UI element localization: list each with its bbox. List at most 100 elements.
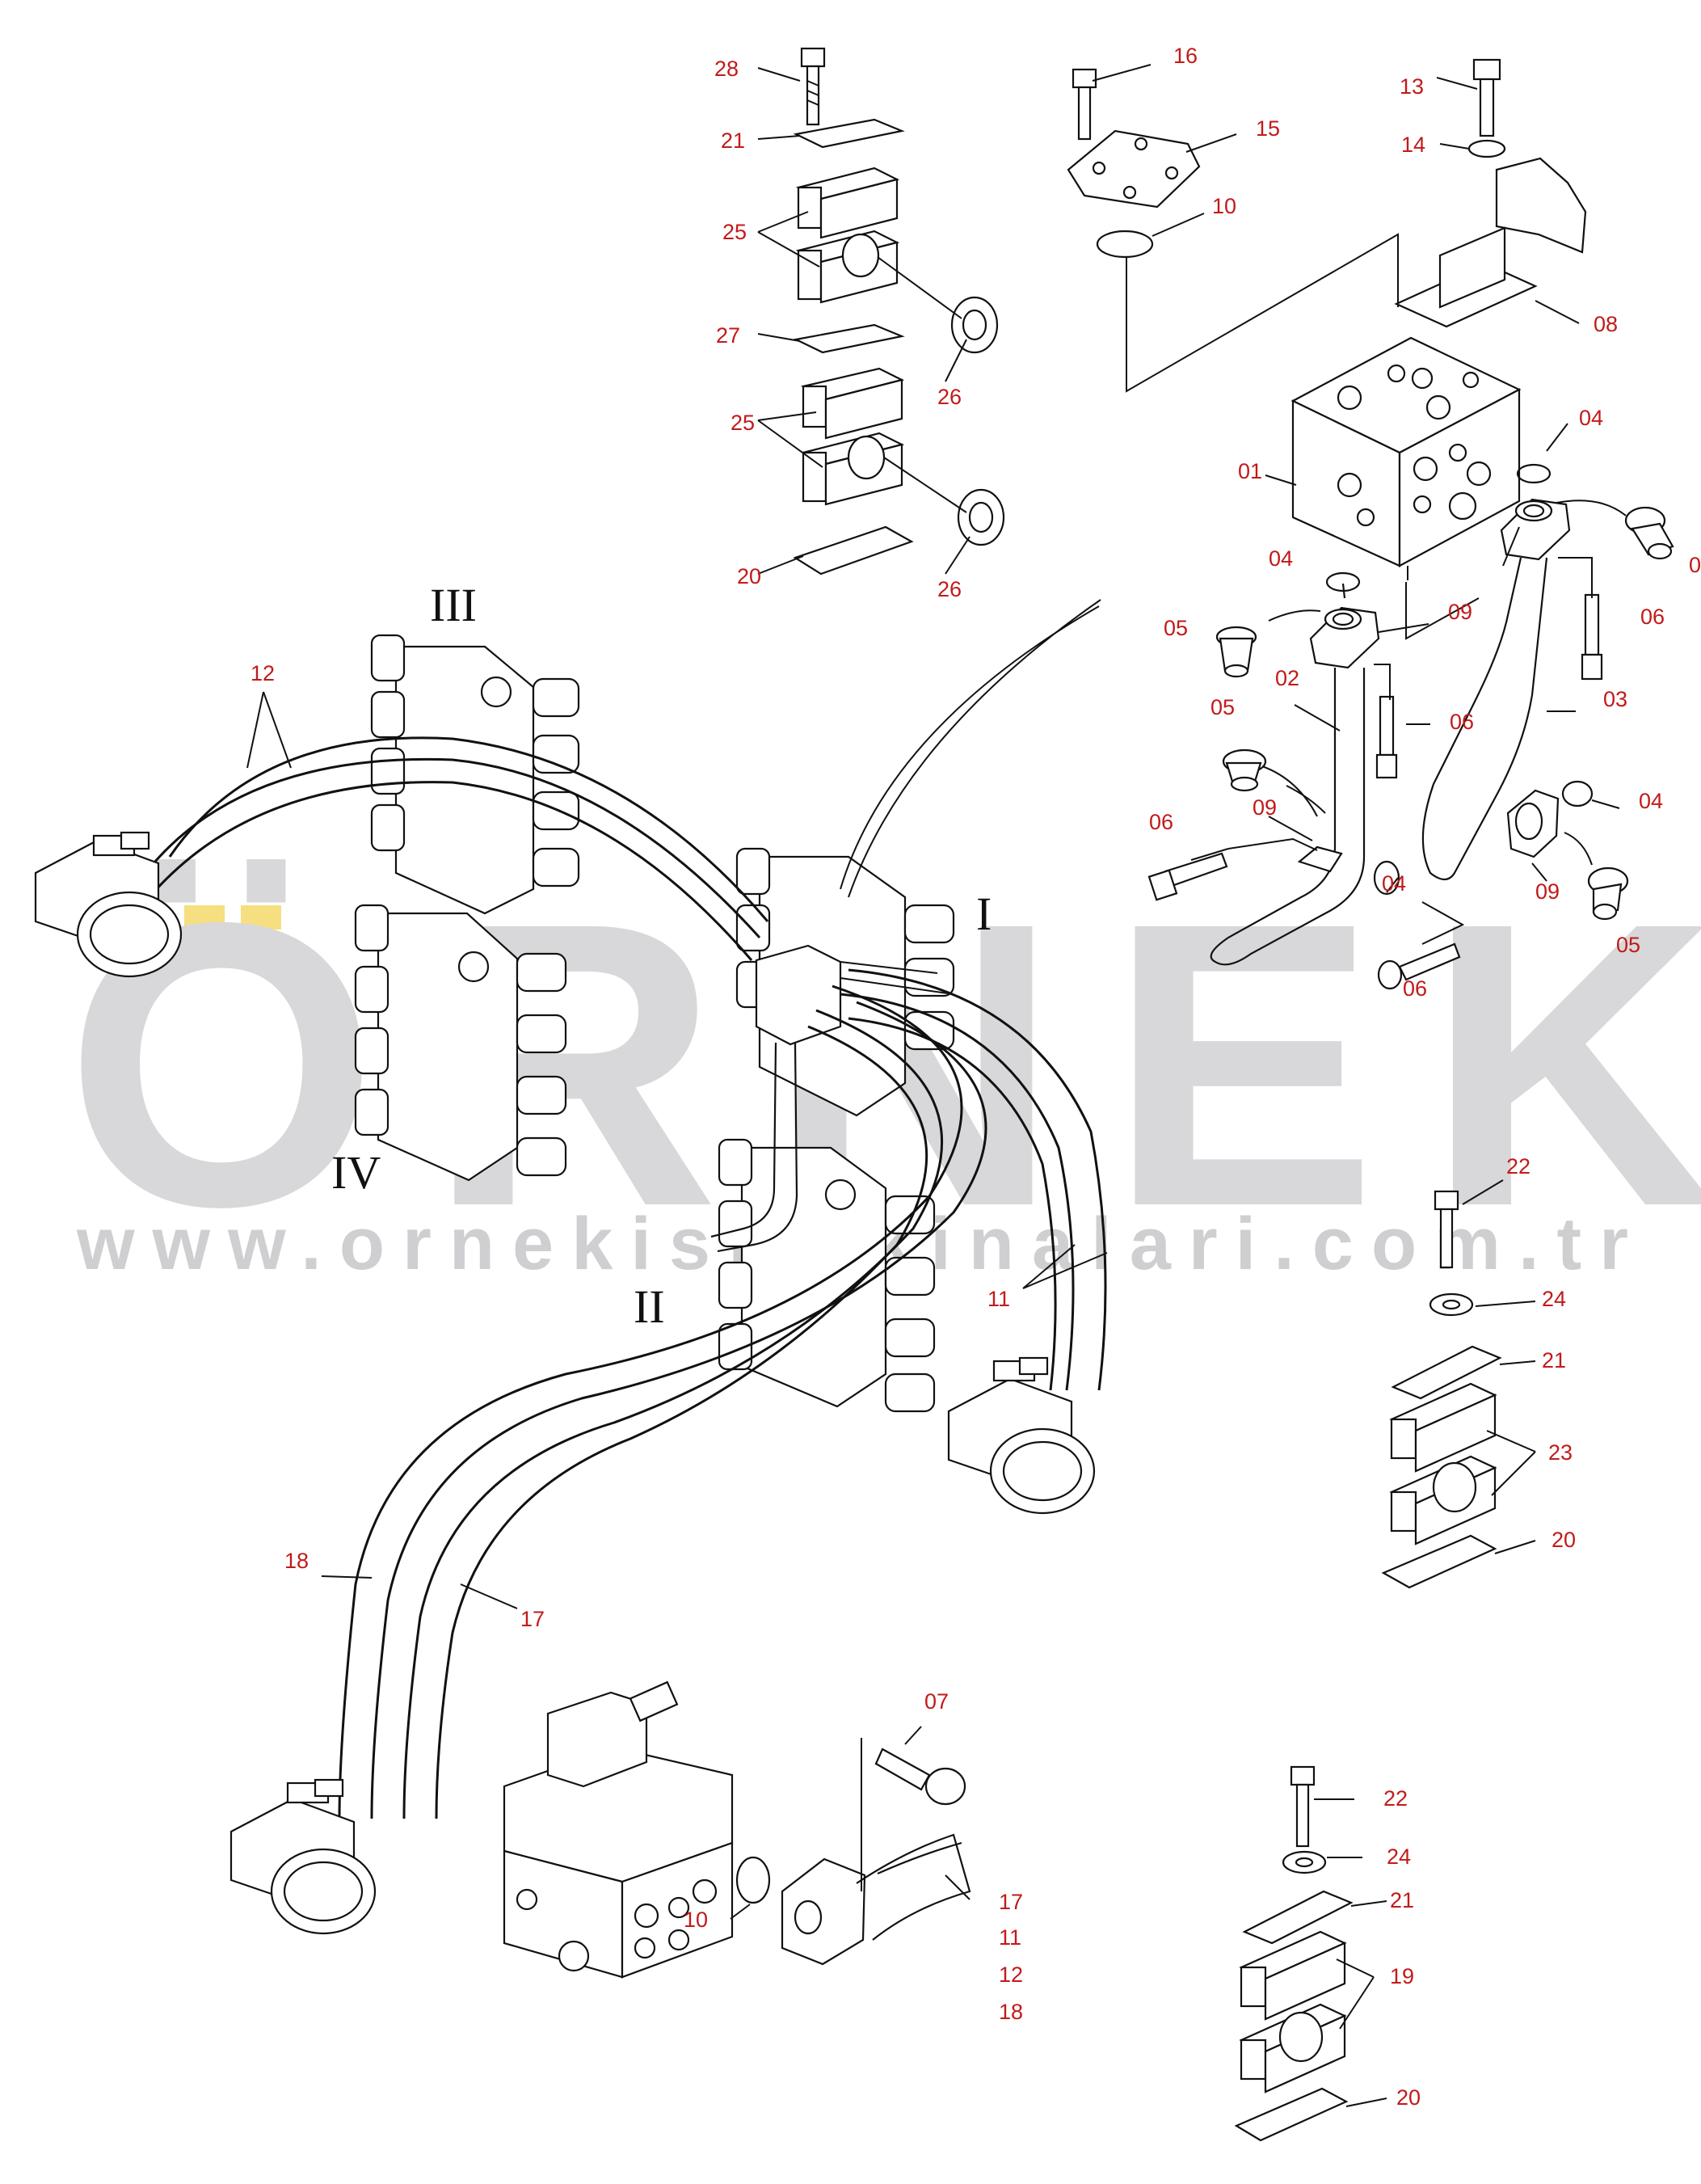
grommet-26a <box>950 296 999 354</box>
bolt-06b <box>1375 695 1398 779</box>
plug-05a <box>1215 626 1257 678</box>
callout-10b: 10 <box>684 1908 708 1932</box>
callout-05b: 05 <box>1210 695 1235 719</box>
callouts: 28 21 25 27 26 25 26 20 16 15 10 13 14 0… <box>251 44 1701 2110</box>
clamp-stack-middle <box>1381 1179 1536 1589</box>
hoses <box>144 736 1107 1819</box>
callout-21c: 21 <box>1390 1888 1414 1912</box>
bolt-06c <box>1147 852 1228 901</box>
callout-13: 13 <box>1400 74 1424 99</box>
o-ring-04c <box>1373 860 1400 896</box>
flange-bottom <box>781 1857 866 1966</box>
washer-14 <box>1467 139 1506 158</box>
callout-19: 19 <box>1390 1964 1414 1988</box>
callout-01: 01 <box>1238 459 1262 483</box>
callout-12a: 12 <box>251 661 275 685</box>
callout-18a: 18 <box>284 1549 309 1573</box>
callout-17b: 17 <box>999 1890 1023 1914</box>
callout-27: 27 <box>716 323 740 348</box>
plate-21 <box>793 118 905 149</box>
leader-lines <box>246 691 1108 1609</box>
callout-18b: 18 <box>999 2000 1023 2024</box>
callout-20b: 20 <box>1552 1528 1576 1552</box>
callout-06b: 06 <box>1450 710 1474 734</box>
base-plate-20 <box>793 525 914 576</box>
grommet-26b <box>957 488 1005 546</box>
callout-26b: 26 <box>937 577 962 601</box>
callout-14: 14 <box>1401 133 1425 157</box>
callout-20c: 20 <box>1396 2085 1421 2110</box>
callout-28: 28 <box>714 57 739 81</box>
callout-0x: 0 <box>1689 553 1701 577</box>
flange-02 <box>1309 606 1380 669</box>
callout-06a: 06 <box>1640 605 1665 629</box>
bracket-assembly <box>1394 58 1587 328</box>
callout-05c: 05 <box>1616 933 1640 957</box>
plate-27 <box>793 323 905 354</box>
callout-12b: 12 <box>999 1963 1023 1987</box>
motor-right <box>947 1356 1096 1515</box>
plate-21b <box>1391 1345 1502 1400</box>
clamp-stack-top <box>757 47 1005 576</box>
callout-25a: 25 <box>722 220 747 244</box>
callout-04c: 04 <box>1639 789 1663 813</box>
watermark-accent <box>184 905 225 930</box>
clamp-stack-bottom <box>1234 1765 1387 2142</box>
plug-05c <box>1587 866 1629 921</box>
callout-09c: 09 <box>1535 879 1560 904</box>
motor-top-left <box>34 831 183 978</box>
callout-16: 16 <box>1173 44 1198 68</box>
roman-label-i: I <box>976 888 992 940</box>
flange-03 <box>1500 498 1571 561</box>
bolt-06d <box>1377 942 1461 990</box>
cover-plate-assembly <box>1067 64 1399 393</box>
callout-21a: 21 <box>721 129 745 153</box>
base-plate-20b <box>1381 1534 1497 1589</box>
callout-08: 08 <box>1594 312 1618 336</box>
plug-05b <box>1222 748 1267 792</box>
roman-label-iii: III <box>430 579 477 631</box>
callout-17a: 17 <box>520 1607 545 1631</box>
callout-06c: 06 <box>1149 810 1173 834</box>
callout-11a: 11 <box>987 1287 1010 1311</box>
callout-10a: 10 <box>1212 194 1236 218</box>
cover-plate-15 <box>1067 129 1201 209</box>
callout-03: 03 <box>1603 687 1627 711</box>
connector-block <box>710 599 1101 1253</box>
callout-15: 15 <box>1256 116 1280 141</box>
callout-02: 02 <box>1275 666 1299 690</box>
plug-05d <box>1624 506 1674 560</box>
callout-05a: 05 <box>1164 616 1188 640</box>
callout-21b: 21 <box>1542 1348 1566 1372</box>
bolt-22a <box>1434 1190 1459 1269</box>
motor-bottom-left <box>229 1778 377 1935</box>
callout-07: 07 <box>924 1689 949 1714</box>
callout-09a: 09 <box>1448 600 1472 624</box>
bolt-16 <box>1072 68 1097 141</box>
callout-11b: 11 <box>999 1925 1021 1950</box>
callout-24a: 24 <box>1542 1287 1566 1311</box>
o-ring-04d <box>1561 780 1594 807</box>
callout-25b: 25 <box>731 411 755 435</box>
bottom-valve-assembly <box>503 1680 971 1979</box>
callout-04d: 04 <box>1382 871 1406 896</box>
valve-block-IV: IV <box>331 904 567 1199</box>
bracket-sheet <box>1495 157 1587 254</box>
roman-label-iv: IV <box>331 1146 381 1199</box>
bolt-06a <box>1581 593 1603 681</box>
roman-label-ii: II <box>634 1280 665 1333</box>
o-ring-10a <box>1096 230 1154 259</box>
bolt-28 <box>800 47 826 126</box>
flange-03b <box>1506 789 1560 858</box>
bolt-22b <box>1290 1765 1316 1848</box>
valve-block-III: III <box>370 579 580 915</box>
base-plate-20c <box>1234 2087 1349 2142</box>
callout-04b: 04 <box>1269 546 1293 571</box>
o-ring-04a <box>1516 463 1552 484</box>
plate-21c <box>1242 1890 1354 1945</box>
manifold-block-01 <box>1265 336 1522 640</box>
callout-09b: 09 <box>1253 795 1277 820</box>
bolt-07 <box>874 1748 966 1806</box>
callout-04a: 04 <box>1579 406 1603 430</box>
